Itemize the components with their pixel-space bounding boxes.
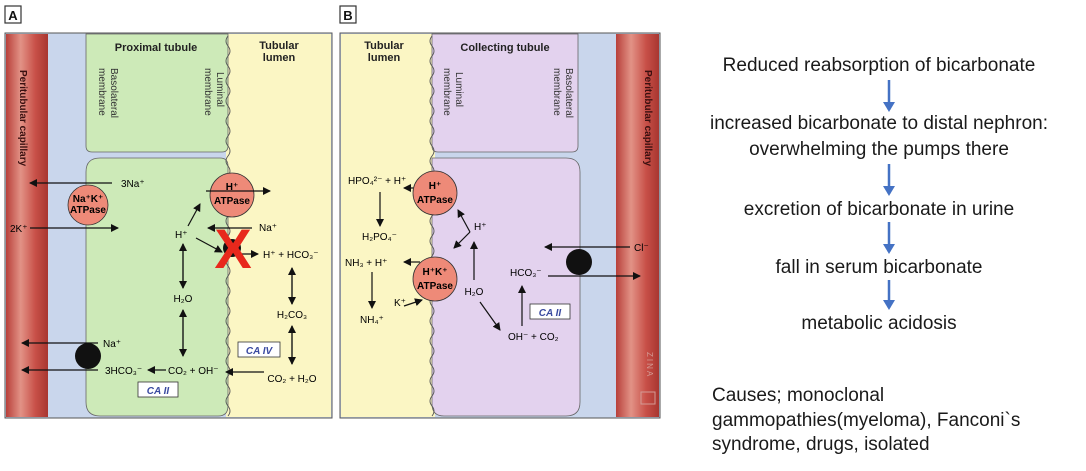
lumen-title-a-2: lumen: [263, 52, 296, 64]
ca-ii-b-label: CA II: [539, 308, 562, 319]
collecting-lumen: [341, 34, 435, 417]
proximal-upper-cell: [85, 33, 229, 153]
flow-step-reduced-reabsorption: Reduced reabsorption of bicarbonate: [722, 55, 1036, 76]
proximal-tubule-title: Proximal tubule: [115, 42, 198, 54]
causes-line-2: gammopathies(myeloma), Fanconi`s: [712, 409, 1021, 431]
panel-b-letter: B: [343, 8, 352, 23]
h-atpase-a-label-1: H⁺: [226, 182, 239, 193]
na-k-atpase-pump: [67, 184, 109, 226]
arrow-h-to-hatpase: [453, 231, 471, 249]
cl-hco3-exchanger: [566, 249, 592, 275]
proximal-main-cell: [85, 157, 229, 417]
capillary-label-b: Peritubular capillary: [642, 70, 653, 167]
collecting-upper-cell: [431, 33, 579, 153]
h-plus-cell-a: H⁺: [175, 230, 188, 241]
peritubular-capillary-a: [6, 34, 48, 417]
arrow-k-in: [403, 298, 423, 307]
h2o-cell-b: H₂O: [465, 287, 484, 298]
arrow-h2o-to-oh: [479, 301, 501, 331]
na-h-exchanger: [223, 239, 241, 257]
h-k-atpase-label-1: H⁺K⁺: [423, 267, 448, 278]
flow-step-acidosis: metabolic acidosis: [801, 313, 957, 334]
ca-iv-box: [237, 341, 281, 358]
oh-co2-label: OH⁻ + CO₂: [508, 332, 559, 343]
flow-arrows: [883, 80, 895, 310]
h-atpase-b-label-2: ATPase: [417, 195, 453, 206]
arrow-h-to-hkatpase: [457, 209, 471, 233]
luminal-membrane-label-b-1: Luminal: [453, 72, 464, 107]
na-k-atpase-label-2: ATPase: [70, 205, 106, 216]
nh4-label: NH₄⁺: [360, 315, 384, 326]
na-baso-label: Na⁺: [103, 339, 121, 350]
causes-line-1: Causes; monoclonal: [712, 385, 885, 406]
physiology-diagram: A Peritubular capillary Proximal tubule …: [4, 5, 661, 419]
capillary-label-a: Peritubular capillary: [17, 70, 28, 167]
h-k-atpase-label-2: ATPase: [417, 281, 453, 292]
h-atpase-a-label-2: ATPase: [214, 196, 250, 207]
h2co3-lumen-label: H₂CO₃: [277, 310, 307, 321]
k-plus-label: K⁺: [394, 298, 406, 309]
basolateral-membrane-label-a-1: Basolateral: [108, 68, 119, 118]
three-hco3-label: 3HCO₃⁻: [105, 366, 142, 377]
h-atpase-pump-b: [412, 170, 458, 216]
h-plus-cell-b: H⁺: [474, 222, 487, 233]
basolateral-membrane-label-b-2: membrane: [551, 68, 562, 116]
ca-iv-label: CA IV: [246, 346, 274, 357]
watermark: ZINA: [645, 352, 654, 378]
na-in-label: Na⁺: [259, 223, 277, 234]
h2po4-label: H₂PO₄⁻: [362, 232, 397, 243]
nh3-h-label: NH₃ + H⁺: [345, 258, 387, 269]
na-hco3-cotransporter: [75, 343, 101, 369]
na-k-atpase-label-1: Na⁺K⁺: [73, 194, 104, 205]
panel-a: A Peritubular capillary Proximal tubule …: [4, 5, 333, 419]
lumen-title-b-1: Tubular: [364, 40, 404, 52]
peritubular-capillary-b: [616, 34, 659, 417]
flow-step-increased-distal-1: increased bicarbonate to distal nephron:: [709, 113, 1048, 134]
hco3-cell-label: HCO₃⁻: [510, 268, 542, 279]
collecting-tubule-title: Collecting tubule: [460, 42, 549, 54]
cl-label: Cl⁻: [634, 243, 649, 254]
collecting-main-cell: [431, 157, 581, 417]
h-atpase-pump-a: [209, 172, 255, 218]
three-na-label: 3Na⁺: [121, 179, 145, 190]
h-atpase-b-label-1: H⁺: [429, 181, 442, 192]
watermark-logo: [640, 391, 656, 405]
luminal-membrane-label-a-1: Luminal: [214, 72, 225, 107]
ca-ii-box-a: [137, 381, 179, 398]
h-hco3-lumen-label: H⁺ + HCO₃⁻: [263, 250, 318, 261]
basolateral-membrane-label-b-1: Basolateral: [563, 68, 574, 118]
causes-text: Causes; monoclonal gammopathies(myeloma)…: [712, 384, 1082, 458]
arrow-h-to-exchanger: [195, 237, 223, 253]
co2-h2o-lumen-label: CO₂ + H₂O: [267, 374, 316, 385]
basolateral-membrane-label-a-2: membrane: [96, 68, 107, 116]
panel-a-letter: A: [8, 8, 18, 23]
h-k-atpase-pump: [412, 256, 458, 302]
hpo4-h-label: HPO₄²⁻ + H⁺: [348, 176, 406, 187]
luminal-membrane-b: [429, 35, 435, 417]
luminal-membrane-label-a-2: membrane: [202, 68, 213, 116]
flow-step-increased-distal-2: overwhelming the pumps there: [749, 139, 1009, 160]
h2o-cell-a: H₂O: [174, 294, 193, 305]
blocked-x-mark: X: [214, 217, 251, 280]
co2-oh-label: CO₂ + OH⁻: [168, 366, 219, 377]
arrow-h-up-a: [187, 203, 201, 227]
flow-step-excretion: excretion of bicarbonate in urine: [743, 199, 1015, 220]
panel-b: B Peritubular capillary Tubular lumen Co…: [339, 5, 661, 419]
luminal-membrane-label-b-2: membrane: [441, 68, 452, 116]
ca-ii-box-b: [529, 303, 571, 320]
luminal-membrane-a: [225, 35, 231, 417]
lumen-title-a-1: Tubular: [259, 40, 299, 52]
two-k-label: 2K⁺: [10, 224, 28, 235]
flow-step-serum-fall: fall in serum bicarbonate: [775, 257, 983, 278]
lumen-title-b-2: lumen: [368, 52, 401, 64]
ca-ii-a-label: CA II: [147, 386, 170, 397]
pathophysiology-flow: Reduced reabsorption of bicarbonate incr…: [672, 0, 1086, 471]
causes-line-3: syndrome, drugs, isolated: [712, 434, 930, 456]
